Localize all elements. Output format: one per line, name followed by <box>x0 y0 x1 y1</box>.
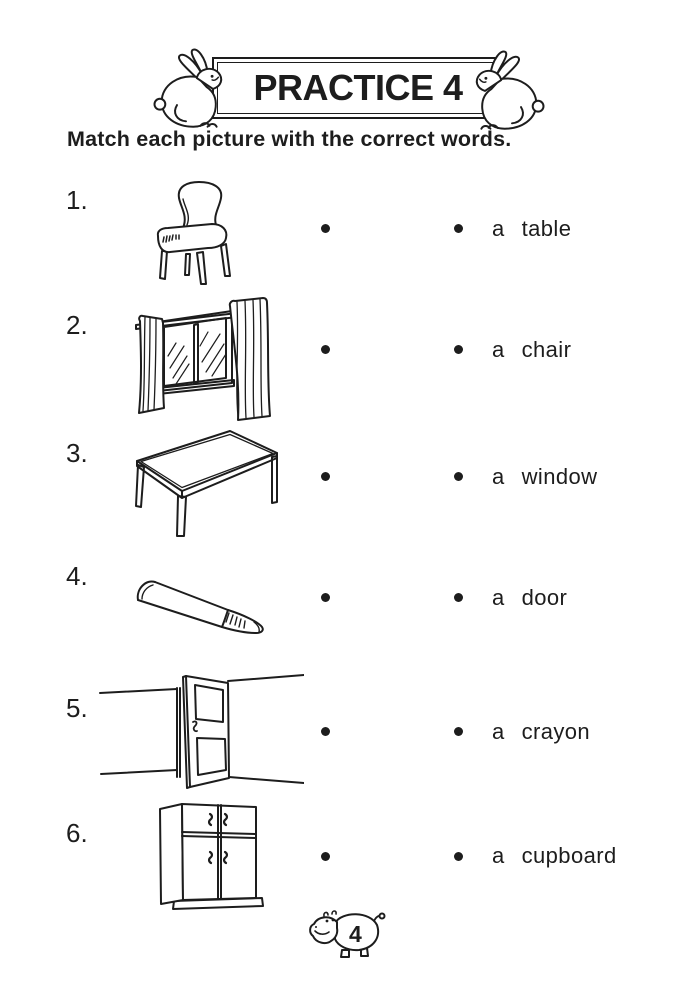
word-article: a <box>492 216 505 241</box>
word-option: a chair <box>492 336 571 364</box>
word-text: door <box>521 585 568 610</box>
match-dot-right[interactable] <box>454 224 463 233</box>
word-text: window <box>521 464 598 489</box>
word-option: a window <box>492 463 597 491</box>
word-article: a <box>492 843 505 868</box>
match-dot-left[interactable] <box>321 593 330 602</box>
word-article: a <box>492 464 505 489</box>
item-number: 3. <box>66 438 88 468</box>
table-illustration <box>135 430 278 537</box>
match-dot-right[interactable] <box>454 345 463 354</box>
match-dot-left[interactable] <box>321 727 330 736</box>
cupboard-illustration <box>159 803 264 910</box>
word-article: a <box>492 337 505 362</box>
rabbit-icon <box>475 50 545 130</box>
match-dot-right[interactable] <box>454 852 463 861</box>
word-article: a <box>492 585 505 610</box>
window-illustration <box>135 297 271 421</box>
match-dot-left[interactable] <box>321 345 330 354</box>
match-dot-left[interactable] <box>321 852 330 861</box>
word-text: crayon <box>521 719 591 744</box>
word-option: a table <box>492 215 571 243</box>
item-number: 2. <box>66 310 88 340</box>
door-illustration <box>99 674 304 789</box>
crayon-illustration <box>136 580 264 634</box>
item-number: 6. <box>66 818 88 848</box>
word-option: a crayon <box>492 718 590 746</box>
word-text: chair <box>521 337 572 362</box>
item-number: 4. <box>66 561 88 591</box>
instruction-text: Match each picture with the correct word… <box>67 127 512 151</box>
page-number: 4 <box>349 921 362 947</box>
word-article: a <box>492 719 505 744</box>
page-title: PRACTICE 4 <box>253 67 463 108</box>
match-dot-left[interactable] <box>321 224 330 233</box>
word-option: a cupboard <box>492 842 617 870</box>
item-number: 1. <box>66 185 88 215</box>
match-dot-right[interactable] <box>454 593 463 602</box>
word-text: table <box>521 216 572 241</box>
match-dot-right[interactable] <box>454 472 463 481</box>
match-dot-left[interactable] <box>321 472 330 481</box>
word-text: cupboard <box>521 843 617 868</box>
match-dot-right[interactable] <box>454 727 463 736</box>
chair-illustration <box>156 181 231 285</box>
rabbit-icon <box>153 48 223 128</box>
hippo-icon <box>309 910 386 958</box>
practice-banner: PRACTICE 4 <box>212 57 504 119</box>
item-number: 5. <box>66 693 88 723</box>
word-option: a door <box>492 584 567 612</box>
